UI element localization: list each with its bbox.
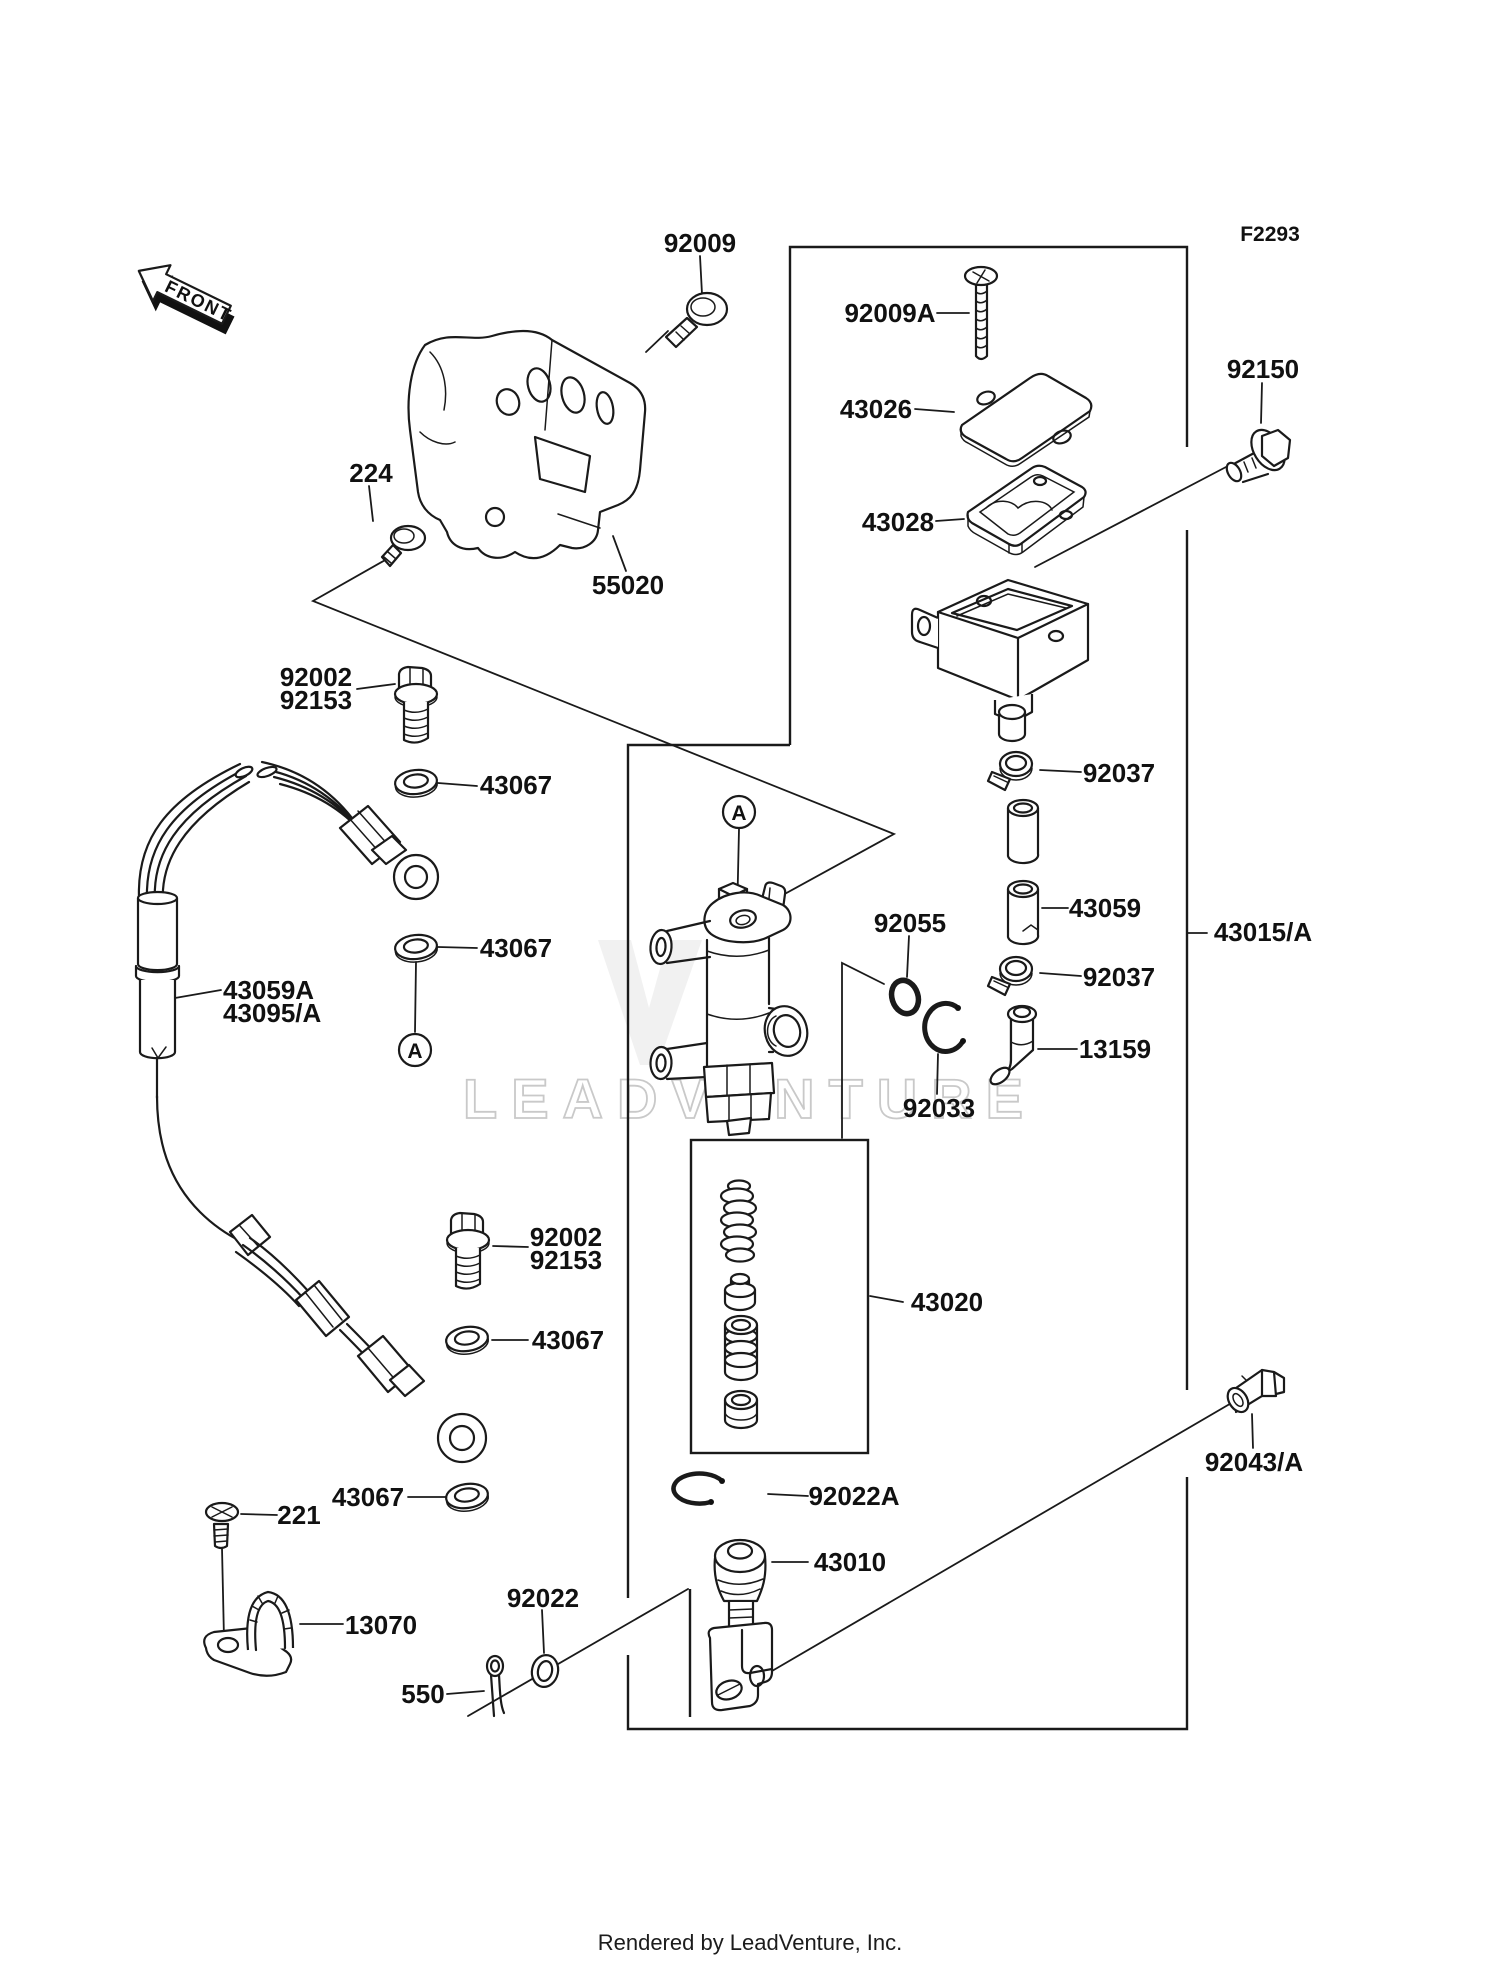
callout-221[interactable]: 221 xyxy=(277,1500,320,1530)
callout-92153-2[interactable]: 92153 xyxy=(530,1245,602,1275)
detail-marker-a-label: A xyxy=(407,1040,422,1063)
part-92002-banjo-bolt-lower xyxy=(445,1211,491,1290)
callout-92022a[interactable]: 92022A xyxy=(808,1481,899,1511)
part-43059a-hose xyxy=(134,760,440,1100)
callout-43059a[interactable]: 43059A xyxy=(223,975,314,1005)
part-92033-snap-ring xyxy=(922,1000,966,1054)
part-92009-screw xyxy=(664,291,729,349)
part-43026-reservoir-cap xyxy=(959,372,1093,467)
callout-550[interactable]: 550 xyxy=(401,1679,444,1709)
callout-92022[interactable]: 92022 xyxy=(507,1583,579,1613)
callout-43015[interactable]: 43015/A xyxy=(1214,917,1313,947)
callout-92002-2[interactable]: 92002 xyxy=(530,1222,602,1252)
footer-credit: Rendered by LeadVenture, Inc. xyxy=(598,1930,903,1955)
part-43028-diaphragm xyxy=(966,464,1087,556)
part-92022a-snap-ring xyxy=(671,1471,725,1506)
part-92002-banjo-bolt-upper xyxy=(393,665,439,744)
callout-43067-4[interactable]: 43067 xyxy=(332,1482,404,1512)
part-92150-bolt xyxy=(1225,428,1292,484)
callout-43020[interactable]: 43020 xyxy=(911,1287,983,1317)
pushrod-clevis xyxy=(707,1602,774,1712)
part-43067-washer-3 xyxy=(443,1323,491,1358)
callout-92153-1[interactable]: 92153 xyxy=(280,685,352,715)
part-92022-washer xyxy=(530,1654,560,1688)
detail-marker-a-cylinder: A xyxy=(721,794,757,830)
callout-224[interactable]: 224 xyxy=(349,458,393,488)
callout-43010[interactable]: 43010 xyxy=(814,1547,886,1577)
part-55020-heel-guard xyxy=(407,329,647,560)
part-43095-hose xyxy=(155,1094,488,1464)
detail-marker-a-label: A xyxy=(731,802,746,825)
callout-92150[interactable]: 92150 xyxy=(1227,354,1299,384)
front-arrow: FRONT xyxy=(137,264,235,335)
part-92043-pin xyxy=(1226,1368,1286,1414)
kit-box-43020-outline xyxy=(689,1138,870,1455)
callout-92055[interactable]: 92055 xyxy=(874,908,946,938)
part-92037-clamp-lower xyxy=(986,955,1034,997)
part-224-screw xyxy=(380,524,427,568)
master-cylinder-body xyxy=(649,881,809,1137)
part-43010-dust-boot xyxy=(713,1538,767,1603)
ref-code: F2293 xyxy=(1240,223,1300,246)
callout-43067-2[interactable]: 43067 xyxy=(480,933,552,963)
callout-92037-1[interactable]: 92037 xyxy=(1083,758,1155,788)
callout-43067-3[interactable]: 43067 xyxy=(532,1325,604,1355)
part-92055-o-ring xyxy=(888,977,922,1017)
callout-92033[interactable]: 92033 xyxy=(903,1093,975,1123)
part-43059-tube-lower xyxy=(1006,879,1040,946)
part-221-screw xyxy=(204,1501,240,1550)
part-43067-washer-1 xyxy=(392,766,440,801)
callout-43095[interactable]: 43095/A xyxy=(223,998,322,1028)
part-43067-washer-4 xyxy=(443,1480,491,1515)
part-43059-tube-upper xyxy=(1006,798,1040,865)
callout-13070[interactable]: 13070 xyxy=(345,1610,417,1640)
part-43020-piston-kit xyxy=(719,1179,759,1430)
part-92009a-screw xyxy=(963,265,999,361)
callout-92002-1[interactable]: 92002 xyxy=(280,662,352,692)
callout-43059[interactable]: 43059 xyxy=(1069,893,1141,923)
callout-92037-2[interactable]: 92037 xyxy=(1083,962,1155,992)
callout-92043[interactable]: 92043/A xyxy=(1205,1447,1304,1477)
callout-43067-1[interactable]: 43067 xyxy=(480,770,552,800)
part-43078-reservoir xyxy=(910,578,1090,743)
callout-13159[interactable]: 13159 xyxy=(1079,1034,1151,1064)
detail-marker-a-hose: A xyxy=(397,1032,433,1068)
part-13070-hose-clamp xyxy=(203,1590,295,1677)
part-43067-washer-2 xyxy=(392,931,440,966)
part-13159-joint-pipe xyxy=(989,1004,1038,1086)
callout-92009a[interactable]: 92009A xyxy=(844,298,935,328)
part-92037-clamp-upper xyxy=(986,750,1034,792)
callouts: F2293 92009 92009A 43026 43028 92150 224… xyxy=(223,223,1312,1709)
callout-92009[interactable]: 92009 xyxy=(664,228,736,258)
part-550-cotter-pin xyxy=(485,1654,506,1718)
callout-43028[interactable]: 43028 xyxy=(862,507,934,537)
callout-55020[interactable]: 55020 xyxy=(592,570,664,600)
diagram-frame xyxy=(626,245,1189,1731)
callout-43026[interactable]: 43026 xyxy=(840,394,912,424)
